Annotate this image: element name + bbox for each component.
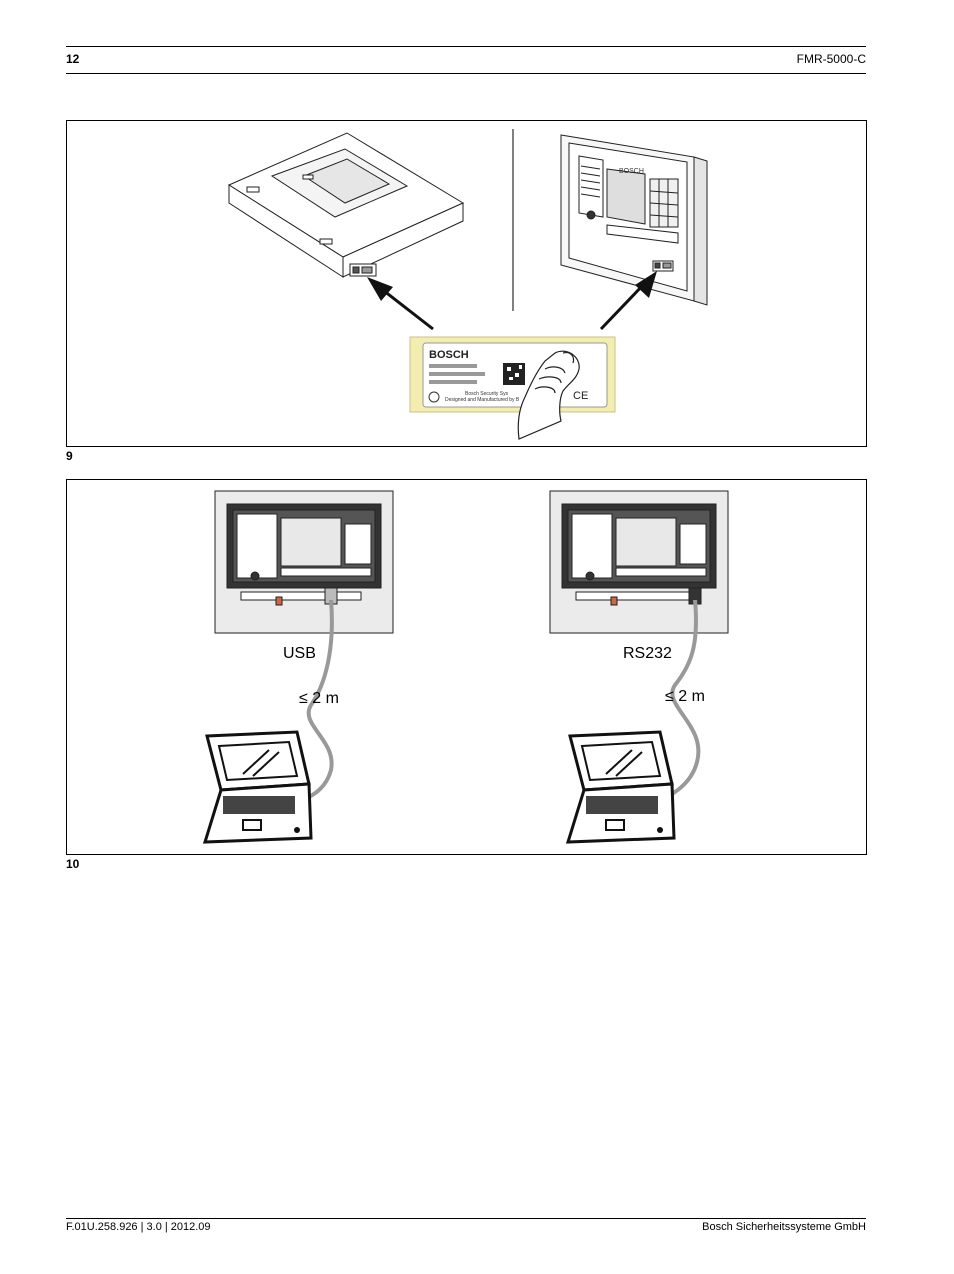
rs232-label: RS232 xyxy=(623,645,672,662)
figure-9-number: 9 xyxy=(66,449,73,463)
panel-right xyxy=(549,490,729,634)
page-number: 12 xyxy=(66,52,80,66)
usb-distance: ≤ 2 m xyxy=(299,690,339,707)
laptop-left-icon xyxy=(202,730,313,844)
hand-icon xyxy=(517,350,580,440)
housing-device xyxy=(227,132,465,278)
panel-device: BOSCH xyxy=(560,134,708,306)
figure-10-frame: USB ≤ 2 m RS232 ≤ 2 m xyxy=(66,479,867,855)
panel-brand: BOSCH xyxy=(619,168,644,175)
header-rule-top xyxy=(66,46,866,47)
label-line-2: Designed and Manufactured by B xyxy=(445,397,520,403)
ce-mark: CE xyxy=(573,390,588,402)
company-name: Bosch Sicherheitssysteme GmbH xyxy=(702,1221,866,1233)
figure-9-illustration: BOSCH BOSCH Bosch Security Sys Desi xyxy=(227,129,708,440)
rs232-distance: ≤ 2 m xyxy=(665,688,705,705)
arrow-right xyxy=(599,271,657,331)
panel-left xyxy=(214,490,394,634)
header-rule-bottom xyxy=(66,73,866,74)
laptop-right-icon xyxy=(565,730,676,844)
rs232-cable xyxy=(658,599,701,802)
product-label-card: BOSCH Bosch Security Sys Designed and Ma… xyxy=(409,336,616,413)
document-info: F.01U.258.926 | 3.0 | 2012.09 xyxy=(66,1221,211,1233)
footer-rule xyxy=(66,1218,866,1219)
label-brand: BOSCH xyxy=(429,349,469,361)
figure-10-illustration: USB ≤ 2 m RS232 ≤ 2 m xyxy=(202,490,729,844)
arrow-left xyxy=(367,277,434,331)
figure-9-frame: BOSCH BOSCH Bosch Security Sys Desi xyxy=(66,120,867,447)
product-name: FMR-5000-C xyxy=(796,52,866,66)
figure-10-number: 10 xyxy=(66,857,80,871)
usb-label: USB xyxy=(283,645,316,662)
usb-cable xyxy=(298,599,334,804)
label-line-1: Bosch Security Sys xyxy=(465,391,509,397)
